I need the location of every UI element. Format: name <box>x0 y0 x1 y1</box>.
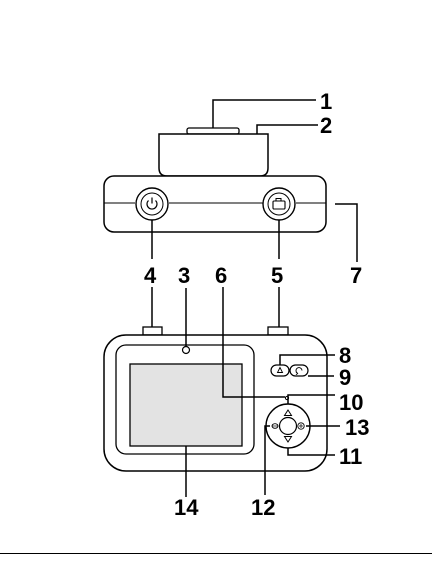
callout-1: 1 <box>320 89 332 114</box>
power-button <box>136 188 168 220</box>
callout-7: 7 <box>350 263 362 288</box>
lens-cap <box>187 128 239 134</box>
callout-14: 14 <box>174 495 199 520</box>
back-button <box>290 365 308 376</box>
callout-3: 3 <box>178 263 190 288</box>
navigation-pad <box>266 404 310 448</box>
screen <box>130 364 242 446</box>
power-button-side <box>143 327 162 335</box>
mode-button <box>271 365 289 376</box>
front-view <box>104 287 340 497</box>
callout-11: 11 <box>339 444 362 469</box>
leader-7 <box>335 204 357 262</box>
lens-barrel <box>159 134 268 176</box>
snapshot-button <box>263 188 295 220</box>
callout-9: 9 <box>339 365 351 390</box>
leader-2 <box>257 125 318 134</box>
callout-12: 12 <box>251 495 275 520</box>
callout-10: 10 <box>339 390 363 415</box>
status-led <box>183 347 190 354</box>
callout-13: 13 <box>345 415 369 440</box>
leader-1 <box>213 100 316 128</box>
callout-6: 6 <box>215 263 227 288</box>
page-bottom-rule <box>0 553 432 554</box>
callout-2: 2 <box>320 113 332 138</box>
snapshot-button-side <box>268 327 288 335</box>
callout-5: 5 <box>271 263 283 288</box>
callout-4: 4 <box>144 263 157 288</box>
